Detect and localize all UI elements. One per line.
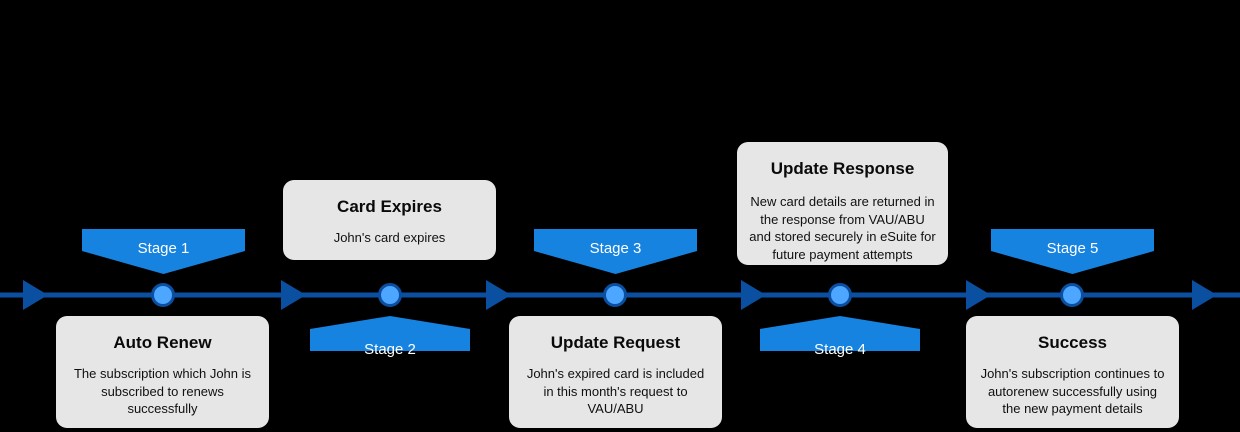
timeline-arrow-4 <box>966 280 991 310</box>
timeline-arrow-1 <box>281 280 306 310</box>
stage-card-stage-2: Card Expires John's card expires <box>283 180 496 260</box>
stage-card-title-stage-4: Update Response <box>770 159 915 178</box>
stage-banner-stage-1[interactable]: Stage 1 <box>82 229 245 274</box>
stage-banner-stage-4[interactable]: Stage 4 <box>760 316 920 357</box>
stage-card-desc-stage-1: The subscription which John is subscribe… <box>73 366 252 417</box>
timeline-node-stage-3[interactable] <box>603 283 627 307</box>
chevron-up-icon <box>310 316 470 351</box>
timeline-node-stage-2[interactable] <box>378 283 402 307</box>
stage-card-desc-stage-5: John's subscription continues to autoren… <box>980 366 1165 417</box>
timeline-node-stage-4[interactable] <box>828 283 852 307</box>
stage-card-title-stage-5: Success <box>1038 333 1107 352</box>
timeline-arrow-5 <box>1192 280 1217 310</box>
stage-card-desc-stage-4: New card details are returned in the res… <box>749 194 936 262</box>
stage-card-stage-5: Success John's subscription continues to… <box>966 316 1179 428</box>
stage-card-title-stage-3: Update Request <box>550 333 681 352</box>
chevron-down-icon <box>82 229 245 274</box>
chevron-down-icon <box>534 229 697 274</box>
stage-card-title-stage-2: Card Expires <box>337 197 442 216</box>
stage-card-stage-4: Update Response New card details are ret… <box>737 142 948 265</box>
timeline-node-stage-5[interactable] <box>1060 283 1084 307</box>
stage-card-title-stage-1: Auto Renew <box>113 333 212 352</box>
stage-banner-stage-3[interactable]: Stage 3 <box>534 229 697 274</box>
timeline-arrow-3 <box>741 280 766 310</box>
timeline-arrow-2 <box>486 280 511 310</box>
timeline-node-stage-1[interactable] <box>151 283 175 307</box>
stage-banner-stage-5[interactable]: Stage 5 <box>991 229 1154 274</box>
chevron-down-icon <box>991 229 1154 274</box>
stage-card-stage-3: Update Request John's expired card is in… <box>509 316 722 428</box>
stage-card-stage-1: Auto Renew The subscription which John i… <box>56 316 269 428</box>
stage-card-desc-stage-2: John's card expires <box>333 230 446 246</box>
stage-banner-stage-2[interactable]: Stage 2 <box>310 316 470 357</box>
chevron-up-icon <box>760 316 920 351</box>
stage-card-desc-stage-3: John's expired card is included in this … <box>526 366 705 417</box>
timeline-arrow-0 <box>23 280 48 310</box>
